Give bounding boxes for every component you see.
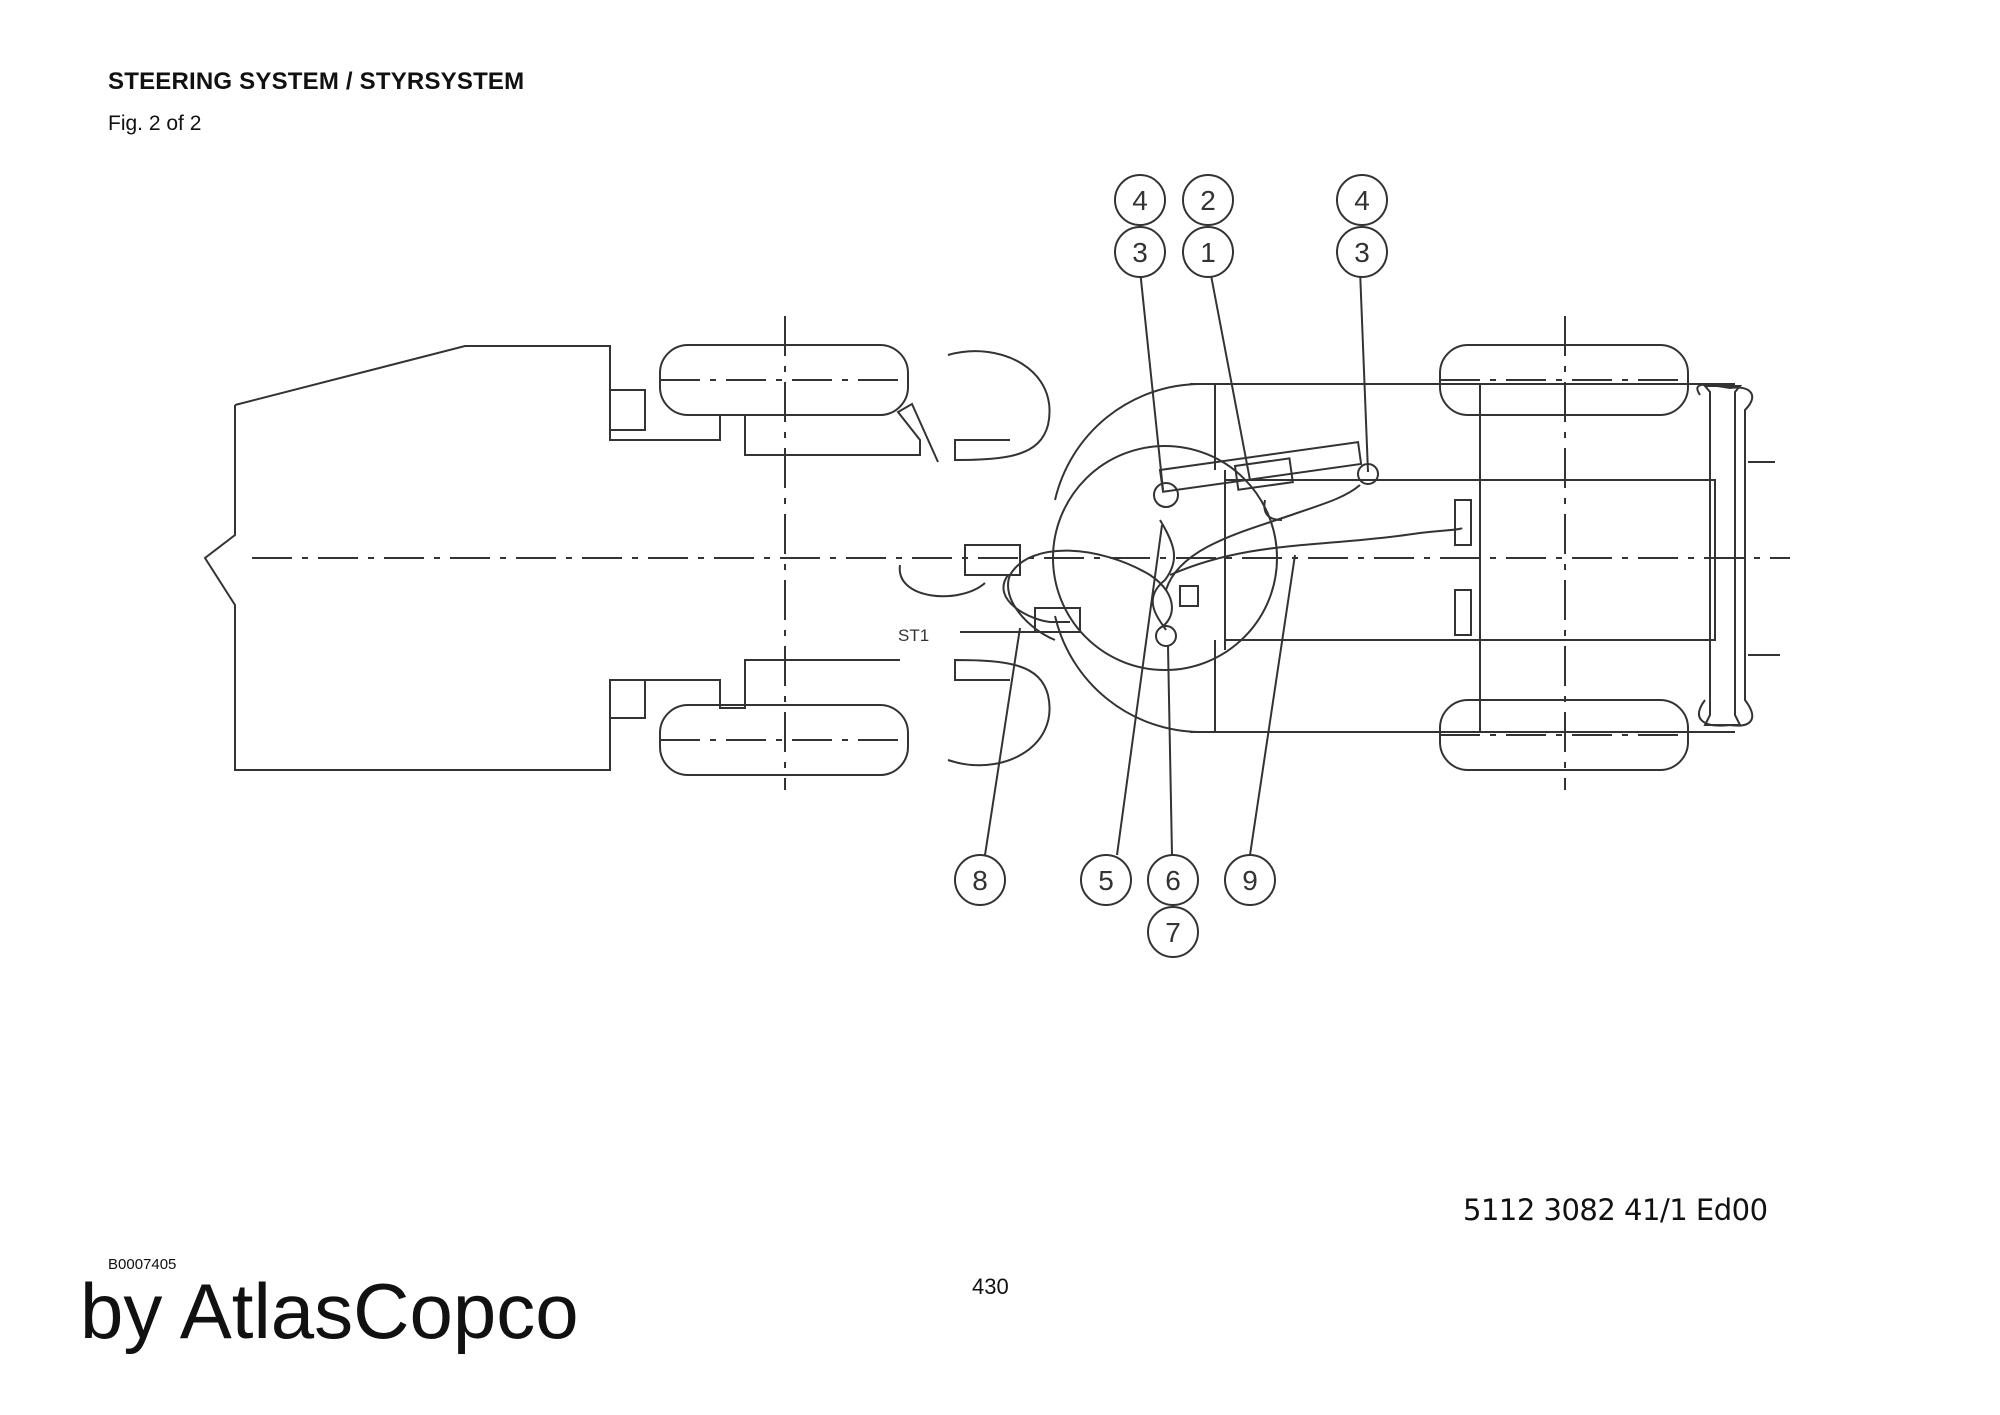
callout-label: 9 xyxy=(1242,865,1258,896)
hose-5 xyxy=(1263,499,1283,521)
articulation-joint xyxy=(1052,445,1278,671)
callout-circle xyxy=(1336,226,1388,278)
callout-label: 2 xyxy=(1200,185,1216,216)
page-number: 430 xyxy=(972,1274,1009,1299)
callout-label: 7 xyxy=(1165,917,1181,948)
callout-label: 1 xyxy=(1200,237,1216,268)
document-number: 5112 3082 41/1 Ed00 xyxy=(1463,1193,1768,1227)
callout-label: 8 xyxy=(972,865,988,896)
leader-9 xyxy=(1249,554,1296,856)
rear-frame xyxy=(1190,383,1481,733)
callout-label: 4 xyxy=(1132,185,1148,216)
page-title: STEERING SYSTEM / STYRSYSTEM xyxy=(108,68,525,95)
callout-circle xyxy=(1114,226,1166,278)
hose-1 xyxy=(1007,549,1173,641)
callout-circle xyxy=(1147,854,1199,906)
hose-2 xyxy=(1151,519,1176,631)
front-left-fender xyxy=(947,350,1051,462)
callout-circle xyxy=(1182,174,1234,226)
control-valve xyxy=(964,544,1021,576)
callout-circle xyxy=(1224,854,1276,906)
callout-label: 5 xyxy=(1098,865,1114,896)
callout-circle xyxy=(1114,174,1166,226)
counterweight xyxy=(1702,385,1743,726)
leader-1 xyxy=(1209,269,1251,481)
st1-label: ST1 xyxy=(898,626,929,645)
document-code: B0007405 xyxy=(108,1256,177,1273)
callout-label: 3 xyxy=(1354,237,1370,268)
leader-6 xyxy=(1167,645,1173,856)
hose-3 xyxy=(1165,484,1361,591)
callout-circle xyxy=(1336,174,1388,226)
leader-3-left xyxy=(1139,269,1164,491)
callout-label: 4 xyxy=(1354,185,1370,216)
front-right-fender xyxy=(947,658,1051,767)
brand-footer: by AtlasCopco xyxy=(80,1267,579,1355)
leader-5 xyxy=(1116,524,1163,856)
callout-circle xyxy=(954,854,1006,906)
callout-circle xyxy=(1080,854,1132,906)
hose-4 xyxy=(1169,527,1463,576)
callout-circle xyxy=(1147,906,1199,958)
leader-3-right xyxy=(1359,269,1369,473)
callout-label: 6 xyxy=(1165,865,1181,896)
callout-circle xyxy=(1182,226,1234,278)
figure-subtitle: Fig. 2 of 2 xyxy=(108,112,202,135)
callout-label: 3 xyxy=(1132,237,1148,268)
leader-8 xyxy=(984,627,1021,856)
